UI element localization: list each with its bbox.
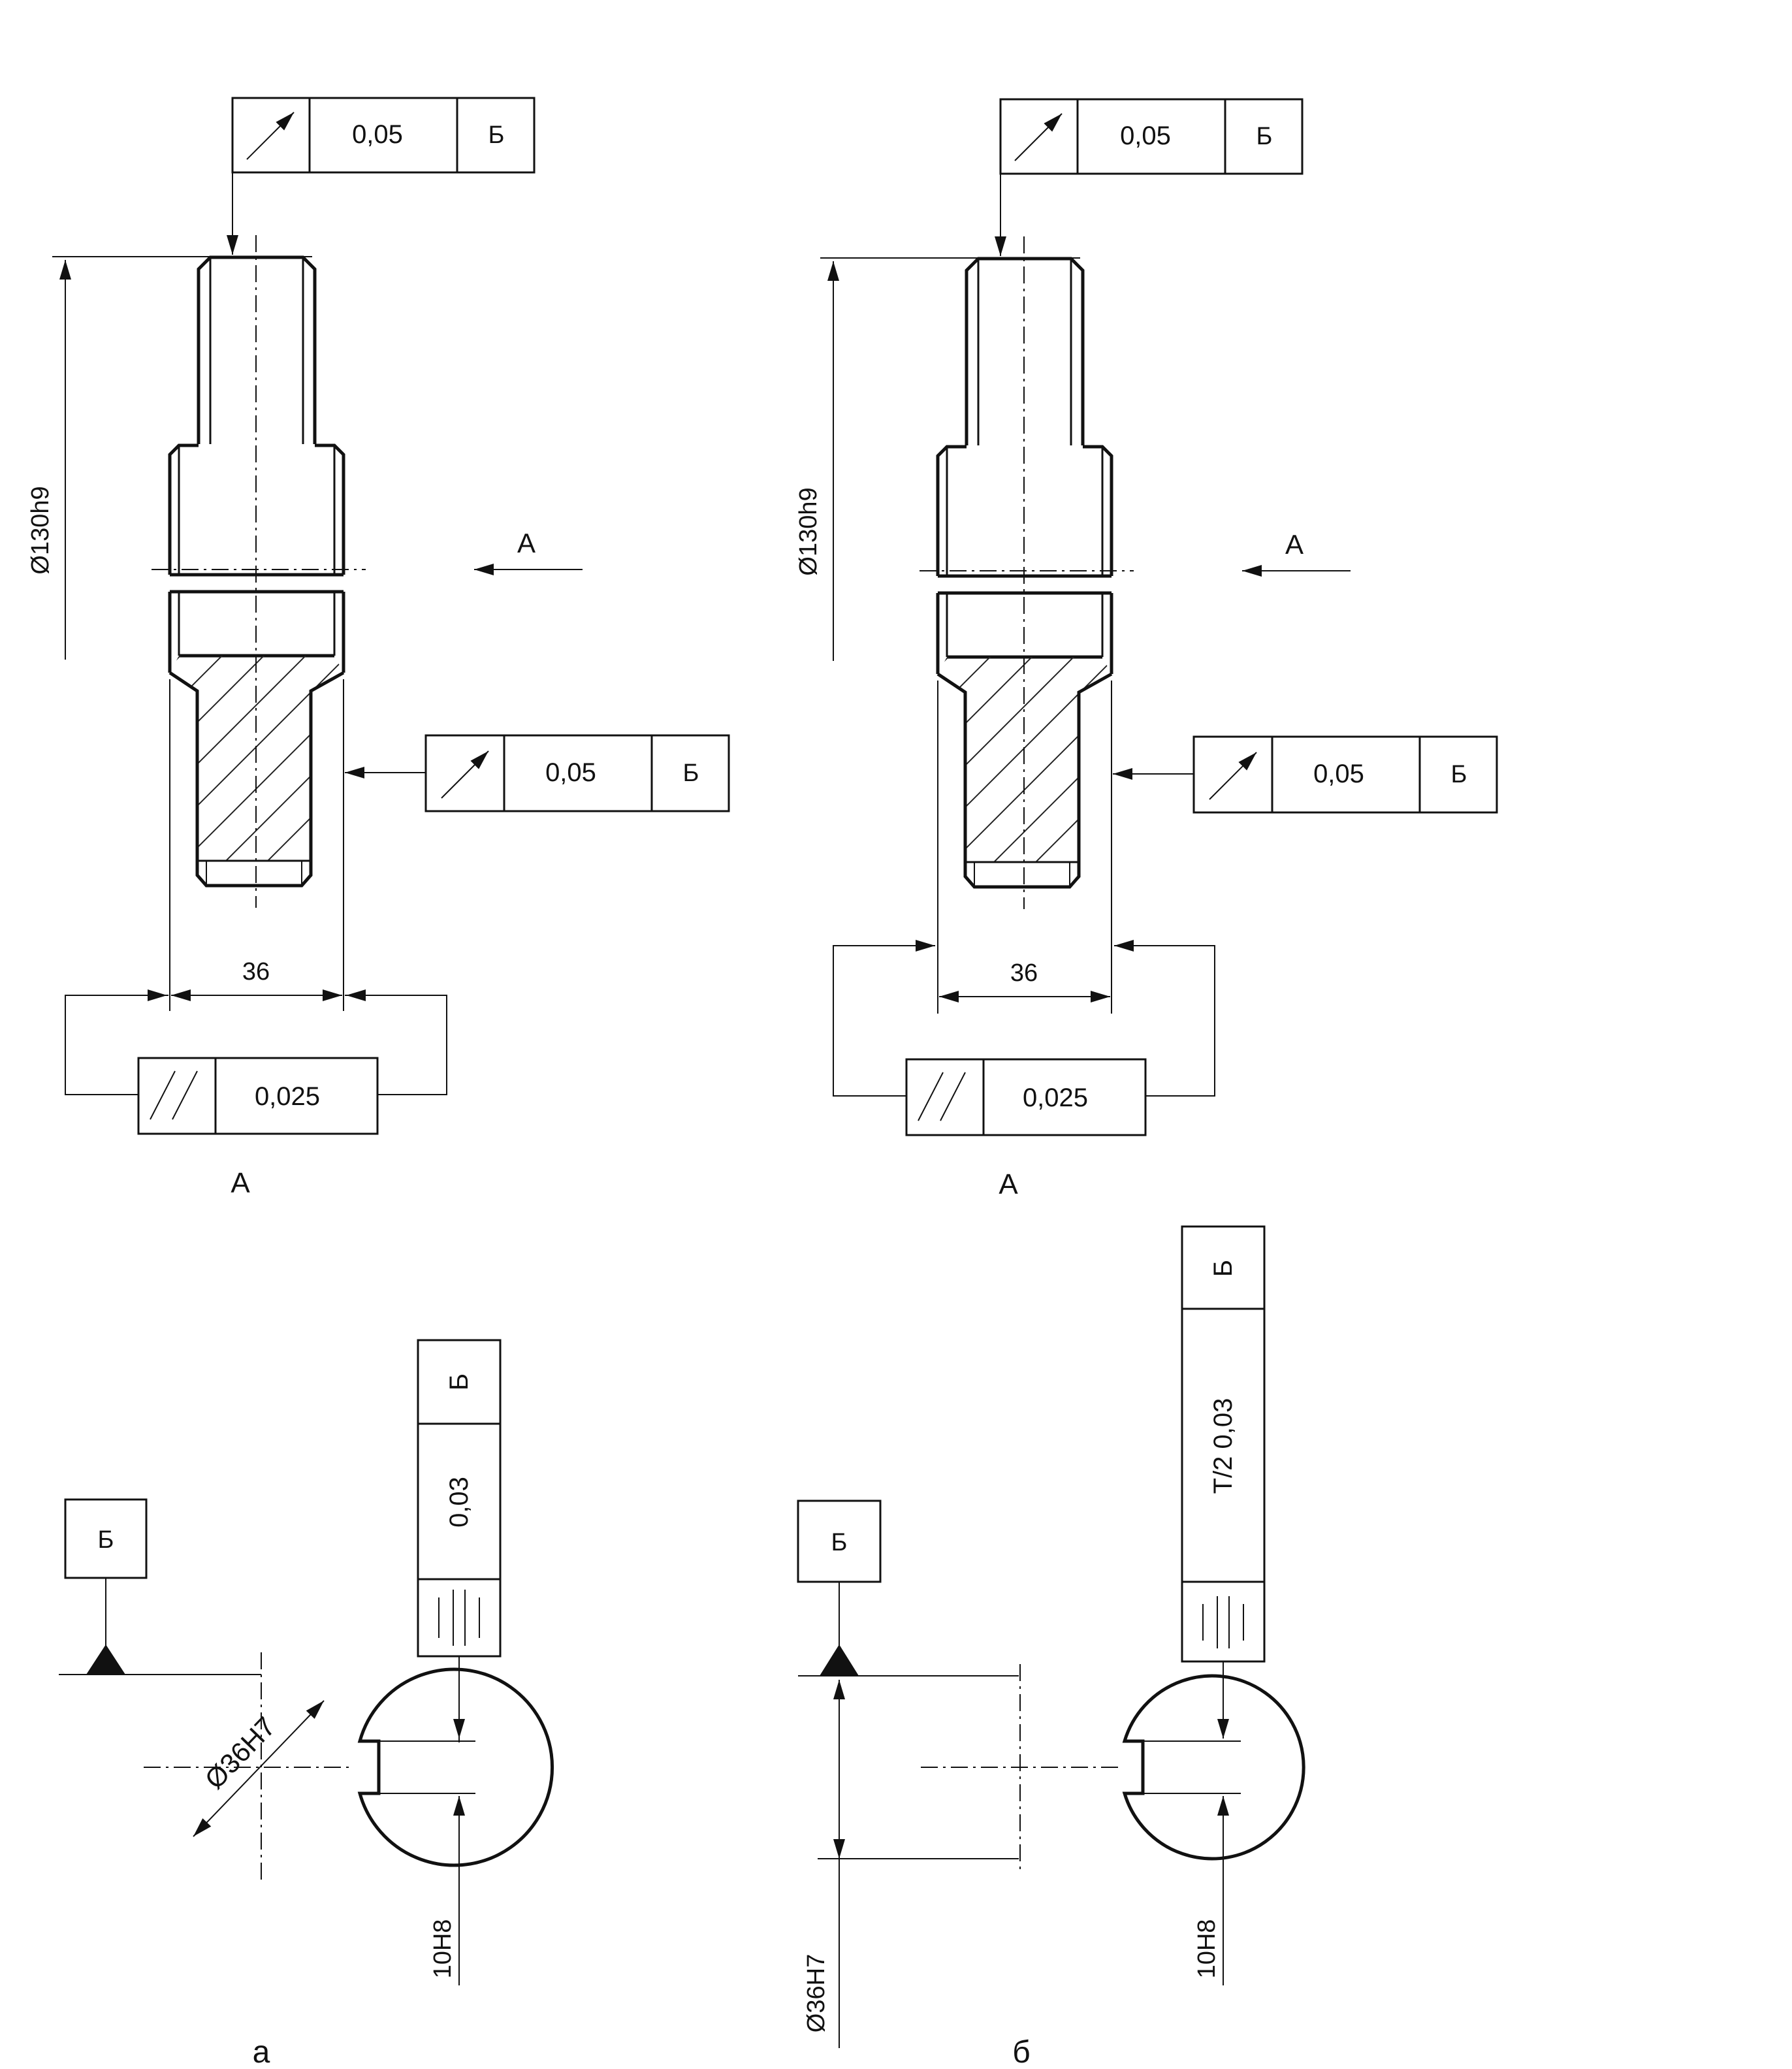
runout-top-value: 0,05	[352, 120, 403, 149]
runout-frame-side: 0,05 Б	[345, 734, 730, 812]
runout-top-value: 0,05	[1120, 121, 1171, 150]
diameter-label: Ø130h9	[27, 486, 54, 574]
parallelism-value: 0,025	[255, 1082, 320, 1111]
arrow-runout-icon	[1014, 113, 1063, 161]
arrow-runout-icon	[246, 112, 295, 160]
view-arrow: A	[474, 528, 583, 575]
base-label: A	[231, 1167, 250, 1199]
width-dimension: 36	[833, 681, 1215, 1097]
shaft-body	[920, 236, 1134, 909]
bore-label: Ø36H7	[199, 1711, 281, 1795]
runout-side-value: 0,05	[1313, 760, 1364, 788]
parallelism-icon	[918, 1072, 966, 1121]
figure-label-a: а	[253, 2035, 270, 2069]
symmetry-icon	[438, 1590, 480, 1646]
key-dimension: 10H8	[429, 1737, 465, 1985]
runout-top-datum: Б	[488, 121, 505, 149]
key-label: 10H8	[1193, 1919, 1221, 1979]
bore-section: Ø36H7	[144, 1652, 554, 1881]
symmetry-value: T/2 0,03	[1209, 1398, 1238, 1494]
parallelism-frame: 0,025	[905, 1058, 1147, 1136]
width-dimension-label: 36	[1010, 959, 1038, 987]
left-bottom-section-view: Б Ø36H7 Б 0,03	[59, 1339, 554, 2069]
runout-frame-side: 0,05 Б	[1113, 735, 1498, 814]
symmetry-datum: Б	[1209, 1260, 1238, 1277]
diameter-dimension: Ø130h9	[795, 257, 1080, 661]
right-bottom-section-view: Б Ø36H7 Б T/2 0,03	[797, 1225, 1305, 2069]
runout-side-datum: Б	[1451, 761, 1467, 788]
datum-triangle-icon	[86, 1644, 125, 1675]
key-dimension: 10H8	[1193, 1796, 1229, 1985]
runout-frame-top: 0,05 Б	[995, 98, 1304, 256]
parallelism-value: 0,025	[1023, 1083, 1088, 1112]
arrow-runout-icon	[441, 750, 489, 799]
symmetry-frame: Б T/2 0,03	[1181, 1225, 1266, 1739]
figure-label-b: б	[1012, 2035, 1031, 2069]
parallelism-icon	[150, 1070, 198, 1120]
arrow-runout-icon	[1209, 752, 1257, 800]
symmetry-value: 0,03	[445, 1477, 473, 1528]
symmetry-frame: Б 0,03	[417, 1339, 502, 1739]
runout-side-value: 0,05	[545, 758, 596, 787]
datum-box-label: Б	[831, 1529, 848, 1556]
runout-side-datum: Б	[683, 760, 699, 787]
symmetry-icon	[1202, 1596, 1244, 1648]
runout-top-datum: Б	[1256, 123, 1273, 150]
shaft-body	[152, 235, 366, 908]
bore-label: Ø36H7	[803, 1954, 830, 2032]
view-arrow-label: A	[1285, 529, 1304, 560]
runout-frame-top: 0,05 Б	[227, 97, 536, 255]
view-arrow-label: A	[517, 528, 536, 558]
parallelism-frame: 0,025	[137, 1057, 379, 1135]
datum-triangle-icon	[820, 1644, 859, 1676]
bore-section	[921, 1664, 1305, 1872]
base-label: A	[999, 1168, 1018, 1200]
datum-box: Б	[59, 1498, 261, 1675]
width-dimension-label: 36	[242, 958, 270, 986]
key-label: 10H8	[429, 1919, 456, 1979]
view-arrow: A	[1242, 529, 1351, 577]
diameter-label: Ø130h9	[795, 487, 822, 575]
width-dimension: 36	[65, 679, 447, 1095]
datum-box: Б Ø36H7	[797, 1500, 1019, 2048]
right-top-shaft-view: 0,05 Б Ø130h9	[795, 98, 1498, 1200]
datum-box-label: Б	[98, 1526, 114, 1554]
symmetry-datum: Б	[445, 1373, 473, 1390]
left-top-shaft-view: 0,05 Б Ø130h9	[27, 97, 730, 1199]
